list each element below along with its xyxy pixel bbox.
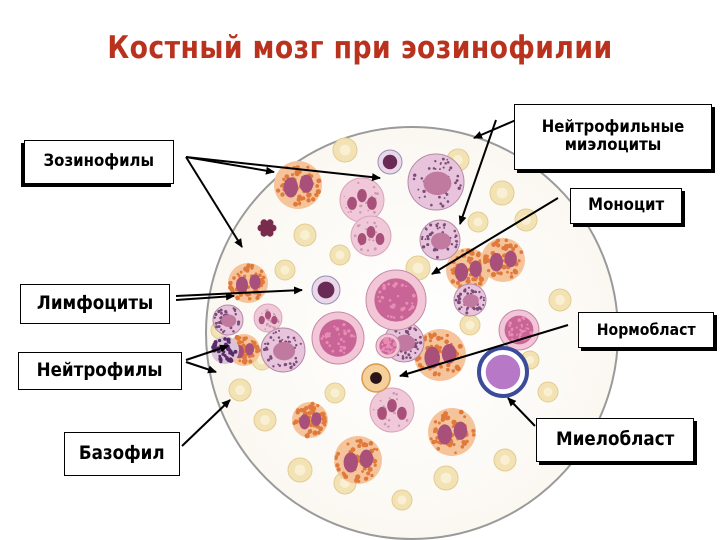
promyelocyte-cell: [365, 269, 427, 331]
label-neutrophils: Нейтрофилы: [18, 352, 182, 390]
eosinophil-cell: [292, 401, 328, 439]
lymphocyte-cell: [377, 149, 403, 175]
label-normoblast: Нормобласт: [578, 312, 714, 348]
neutrophil-cell: [350, 215, 392, 257]
erythrocyte: [391, 489, 413, 511]
erythrocyte: [332, 137, 358, 163]
megakaryocyte-fragment: [257, 219, 277, 237]
promyelocyte-cell: [311, 311, 365, 365]
erythrocyte: [467, 211, 489, 233]
label-basophil: Базофил: [64, 432, 180, 476]
erythrocyte: [287, 457, 313, 483]
promyelocyte-cell: [375, 333, 401, 359]
eosinophil-cell: [446, 248, 490, 292]
eosinophil-cell: [334, 436, 382, 484]
myelocyte-cell: [453, 283, 487, 317]
neutrophil-cell: [369, 387, 415, 433]
erythrocyte: [537, 381, 559, 403]
erythrocyte: [329, 244, 351, 266]
eosinophil-cell: [274, 161, 322, 209]
neutrophil-cell: [253, 303, 283, 333]
label-lymphocytes: Лимфоциты: [20, 284, 170, 324]
myelocyte-cell: [419, 219, 461, 261]
erythrocyte: [493, 448, 517, 472]
erythrocyte: [274, 259, 296, 281]
erythrocyte: [253, 408, 277, 432]
eosinophil-cell: [428, 408, 476, 456]
myeloblast-cell: [477, 346, 529, 398]
erythrocyte: [293, 223, 317, 247]
lymphocyte-cell: [311, 275, 341, 305]
page-title: Костный мозг при эозинофилии: [107, 30, 613, 66]
erythrocyte: [548, 288, 572, 312]
erythrocyte: [228, 378, 252, 402]
erythrocyte: [324, 382, 346, 404]
erythrocyte: [405, 255, 431, 281]
erythrocyte: [459, 314, 481, 336]
label-myeloblast: Миелобласт: [536, 418, 694, 462]
myelocyte-cell: [212, 304, 244, 336]
label-neutrophil-myelocytes: Нейтрофильные миэлоциты: [514, 104, 712, 170]
eosinophil-cell: [481, 238, 525, 282]
myelocyte-cell: [260, 327, 306, 373]
pointer-arrows: [175, 119, 569, 447]
label-eosinophils: Зозинофилы: [24, 140, 174, 184]
neutrophil-cell: [339, 177, 385, 223]
label-monocyte: Моноцит: [570, 188, 682, 224]
erythrocyte: [433, 465, 459, 491]
normoblast-cell: [361, 363, 391, 393]
myelocyte-cell: [407, 153, 465, 211]
erythrocyte: [489, 180, 515, 206]
